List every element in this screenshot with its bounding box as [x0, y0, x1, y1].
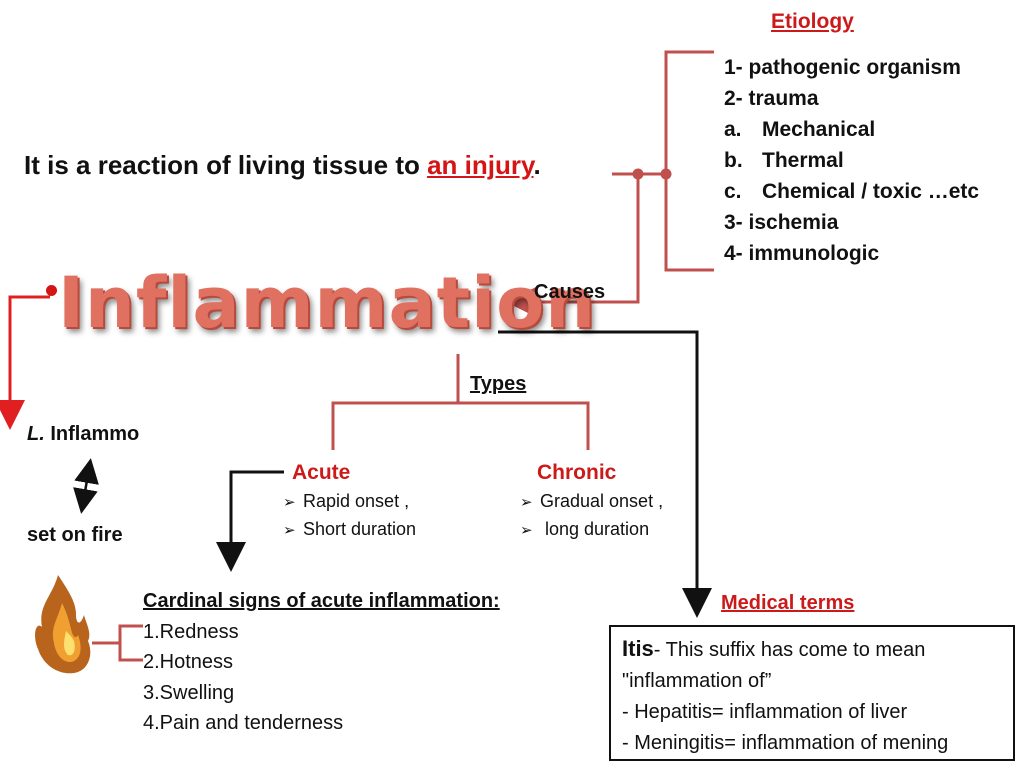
list-item: "inflammation of”	[622, 670, 772, 692]
list-item: 4- immunologic	[724, 242, 880, 265]
list-item: 2- trauma	[724, 87, 819, 110]
list-item: ➢Short duration	[283, 516, 416, 544]
etiology-bracket	[612, 50, 714, 272]
acute-points: ➢Rapid onset , ➢Short duration	[283, 488, 416, 544]
causes-arrow	[506, 176, 640, 317]
list-item: 3.Swelling	[143, 681, 235, 704]
types-tree	[331, 354, 590, 450]
list-item: ➢Rapid onset ,	[283, 488, 416, 516]
causes-label: Causes	[534, 281, 606, 303]
list-item: - Meningitis= inflammation of mening	[622, 732, 949, 754]
etiology-title: Etiology	[771, 10, 854, 33]
list-item: c.Chemical / toxic …etc	[724, 180, 980, 203]
list-item: 4.Pain and tenderness	[143, 712, 344, 734]
latin-arrow	[0, 295, 50, 430]
medical-terms-arrow	[498, 330, 712, 618]
medical-terms-title: Medical terms	[721, 592, 855, 614]
list-item: - Hepatitis= inflammation of liver	[622, 701, 908, 723]
list-item: ➢ long duration	[520, 516, 663, 544]
double-arrow	[73, 458, 99, 514]
acute-title: Acute	[292, 461, 351, 484]
chronic-title: Chronic	[537, 461, 617, 484]
cardinal-bracket	[92, 624, 143, 662]
injury-highlight: an injury	[427, 150, 534, 180]
list-item: 1- pathogenic organism	[724, 56, 961, 79]
bullet-arrow-icon: ➢	[520, 494, 533, 511]
list-item: b.Thermal	[724, 149, 844, 172]
suffix-line: Itis- This suffix has come to mean	[622, 636, 926, 661]
list-item: 2.Hotness	[143, 651, 234, 673]
meaning-text: set on fire	[27, 524, 123, 546]
page-title: Inflammation	[58, 262, 597, 344]
chronic-points: ➢Gradual onset , ➢ long duration	[520, 488, 663, 544]
latin-word: L. Inflammo	[27, 423, 140, 445]
fire-icon	[35, 575, 91, 674]
title-bullet	[46, 285, 57, 296]
list-item: 1.Redness	[143, 620, 239, 643]
acute-to-cardinal-arrow	[216, 470, 284, 572]
cardinal-title: Cardinal signs of acute inflammation:	[143, 590, 500, 612]
medical-terms-box: Itis- This suffix has come to mean "infl…	[609, 625, 1015, 761]
types-label: Types	[470, 373, 527, 395]
bullet-arrow-icon: ➢	[283, 522, 296, 539]
list-item: a.Mechanical	[724, 118, 876, 141]
etiology-list: 1- pathogenic organism 2- trauma a.Mecha…	[724, 52, 979, 269]
list-item: ➢Gradual onset ,	[520, 488, 663, 516]
bullet-arrow-icon: ➢	[283, 494, 296, 511]
definition-text: It is a reaction of living tissue to an …	[24, 150, 541, 180]
bullet-arrow-icon: ➢	[520, 522, 533, 539]
list-item: 3- ischemia	[724, 211, 839, 234]
cardinal-signs: Cardinal signs of acute inflammation: 1.…	[143, 586, 500, 739]
